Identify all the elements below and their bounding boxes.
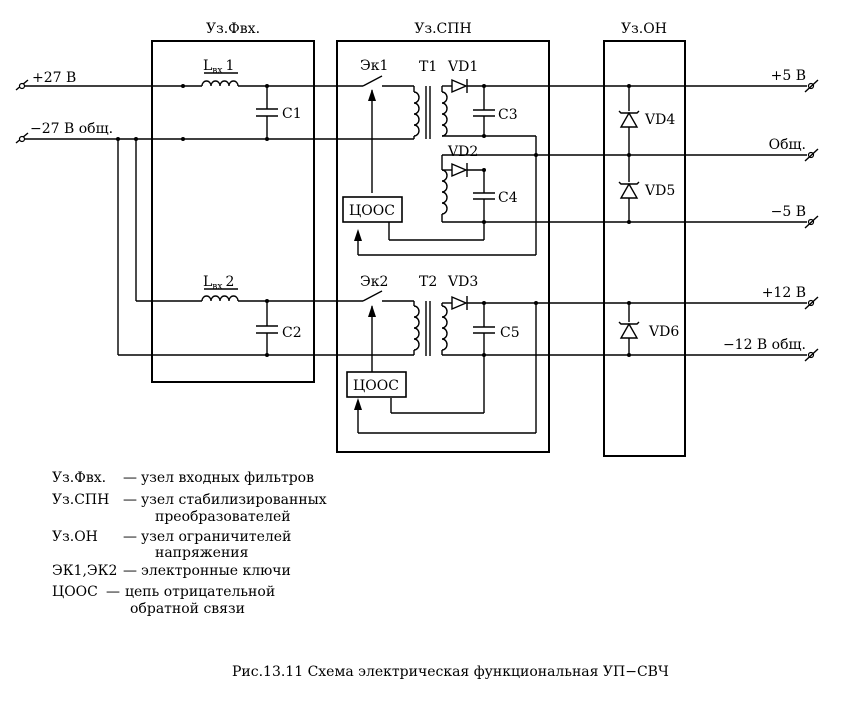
output-terminal-plus12 [804,296,819,310]
legend: Уз.Фвх. — узел входных фильтров Уз.СПН —… [52,470,327,617]
t2-label: T2 [419,274,437,290]
feedback-block-1 [342,196,403,223]
legend-text-5b: обратной связи [130,601,245,617]
diode-vd1 [451,78,468,94]
legend-text-3: узел ограничителей [141,529,291,545]
transformer-t1-secondary-2 [441,169,448,215]
block-converters [336,40,550,453]
c2-label: C2 [282,325,302,341]
vd6-label: VD6 [648,324,679,340]
vd5-label: VD5 [644,183,675,199]
output-terminal-minus5 [804,215,819,229]
legend-dash-4: — [123,563,137,579]
vd4-label: VD4 [644,112,675,128]
legend-term-3: Уз.ОН [52,529,98,545]
legend-dash-3: — [123,529,137,545]
input-terminal-minus27 [15,132,29,144]
block-limiters [603,40,686,457]
vd3-label: VD3 [447,274,478,290]
figure-caption: Рис.13.11 Схема электрическая функционал… [232,664,669,680]
c5-label: C5 [500,325,520,341]
zener-vd6 [619,322,639,339]
switch-ek2 [362,290,383,302]
zener-vd4 [619,111,639,128]
switch-ek1 [362,75,383,87]
legend-dash-1: — [123,470,137,486]
transformer-t1-secondary-1 [441,91,448,137]
output-label-minus5: −5 В [771,204,806,220]
legend-term-2: Уз.СПН [52,492,109,508]
feedback-block-2 [346,371,407,398]
output-label-common: Общ. [769,137,806,153]
c4-label: C4 [498,190,518,206]
block-filters-title: Уз.Фвх. [206,21,260,37]
ek1-label: Эк1 [360,58,388,74]
block-limiters-title: Уз.ОН [621,21,667,37]
legend-text-2: узел стабилизированных [141,492,327,508]
diode-vd2 [451,162,468,178]
legend-term-1: Уз.Фвх. [52,470,106,486]
legend-dash-2: — [123,492,137,508]
output-terminal-plus5 [804,79,819,93]
vd1-label: VD1 [447,59,478,75]
output-label-plus12: +12 В [762,285,806,301]
c3-label: C3 [498,107,518,123]
block-converters-title: Уз.СПН [414,21,471,37]
output-terminal-minus12 [804,348,819,362]
legend-term-4: ЭК1,ЭК2 [52,563,117,579]
inductor-l1 [201,80,239,87]
legend-text-4: электронные ключи [141,563,291,579]
cooc1-label: ЦООС [349,203,395,219]
transformer-t2-primary [413,305,420,351]
legend-term-5: ЦООС [52,584,98,600]
legend-dash-5: — [106,584,120,600]
input-label-plus27: +27 В [32,70,76,86]
output-label-minus12: −12 В общ. [723,337,806,353]
legend-text-5: цепь отрицательной [125,584,275,600]
legend-text-3b: напряжения [155,545,249,561]
vd2-label: VD2 [447,144,478,160]
block-filters [151,40,315,383]
input-label-minus27: −27 В общ. [30,121,113,137]
transformer-t1-primary [413,91,420,137]
legend-text-2b: преобразователей [155,509,291,525]
transformer-t2-secondary [441,305,448,351]
zener-vd5 [619,182,639,199]
input-terminal-plus27 [15,79,29,91]
output-label-plus5: +5 В [771,68,806,84]
inductor-l2 [201,295,239,302]
output-terminal-common [804,148,819,162]
legend-text-1: узел входных фильтров [141,470,314,486]
diode-vd3 [451,295,468,311]
c1-label: C1 [282,106,302,122]
ek2-label: Эк2 [360,274,388,290]
t1-label: T1 [419,59,437,75]
cooc2-label: ЦООС [353,378,399,394]
